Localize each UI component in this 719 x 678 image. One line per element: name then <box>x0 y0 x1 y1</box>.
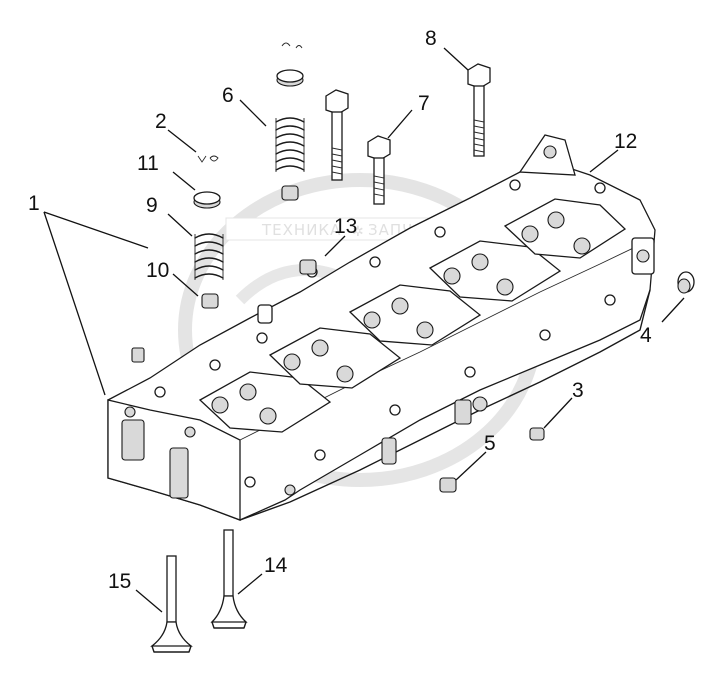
cylinder-head <box>107 134 656 521</box>
watermark-gear-icon: ✲ <box>352 223 364 239</box>
callout-6: 6 <box>222 84 234 107</box>
callout-15: 15 <box>108 570 131 593</box>
callout-4: 4 <box>640 324 652 347</box>
callout-9: 9 <box>146 194 158 217</box>
deck-valve-springs <box>211 211 591 425</box>
callout-12: 12 <box>614 130 637 153</box>
part-9-valve-spring <box>194 233 224 280</box>
callout-8: 8 <box>425 27 437 50</box>
part-11-spring-retainer <box>193 191 221 209</box>
callout-1: 1 <box>28 192 40 215</box>
part-6-valve-spring-assembly <box>275 42 305 201</box>
part-14-valve <box>210 529 248 629</box>
part-10-valve-stem-seal <box>201 293 219 309</box>
callout-13: 13 <box>334 215 357 238</box>
callout-3: 3 <box>572 379 584 402</box>
valve-bays <box>198 198 627 433</box>
part-5-plug <box>439 477 457 493</box>
callout-labels: 1 2 3 4 5 6 7 8 9 10 11 12 13 14 15 <box>28 27 652 593</box>
leader-lines <box>43 47 685 613</box>
part-center-bolt <box>325 89 349 181</box>
part-2-valve-keepers <box>197 155 219 163</box>
part-15-valve <box>150 555 193 653</box>
part-7-head-bolt <box>367 135 391 205</box>
callout-2: 2 <box>155 110 167 133</box>
watermark-left-text: ТЕХНИКА <box>261 221 341 239</box>
callout-10: 10 <box>146 259 169 282</box>
part-8-long-head-bolt <box>467 63 491 157</box>
callout-5: 5 <box>484 432 496 455</box>
callout-7: 7 <box>418 92 430 115</box>
callout-14: 14 <box>264 554 288 577</box>
callout-11: 11 <box>137 152 159 175</box>
part-4-plug <box>677 271 695 294</box>
part-3-small-plug <box>529 427 545 441</box>
